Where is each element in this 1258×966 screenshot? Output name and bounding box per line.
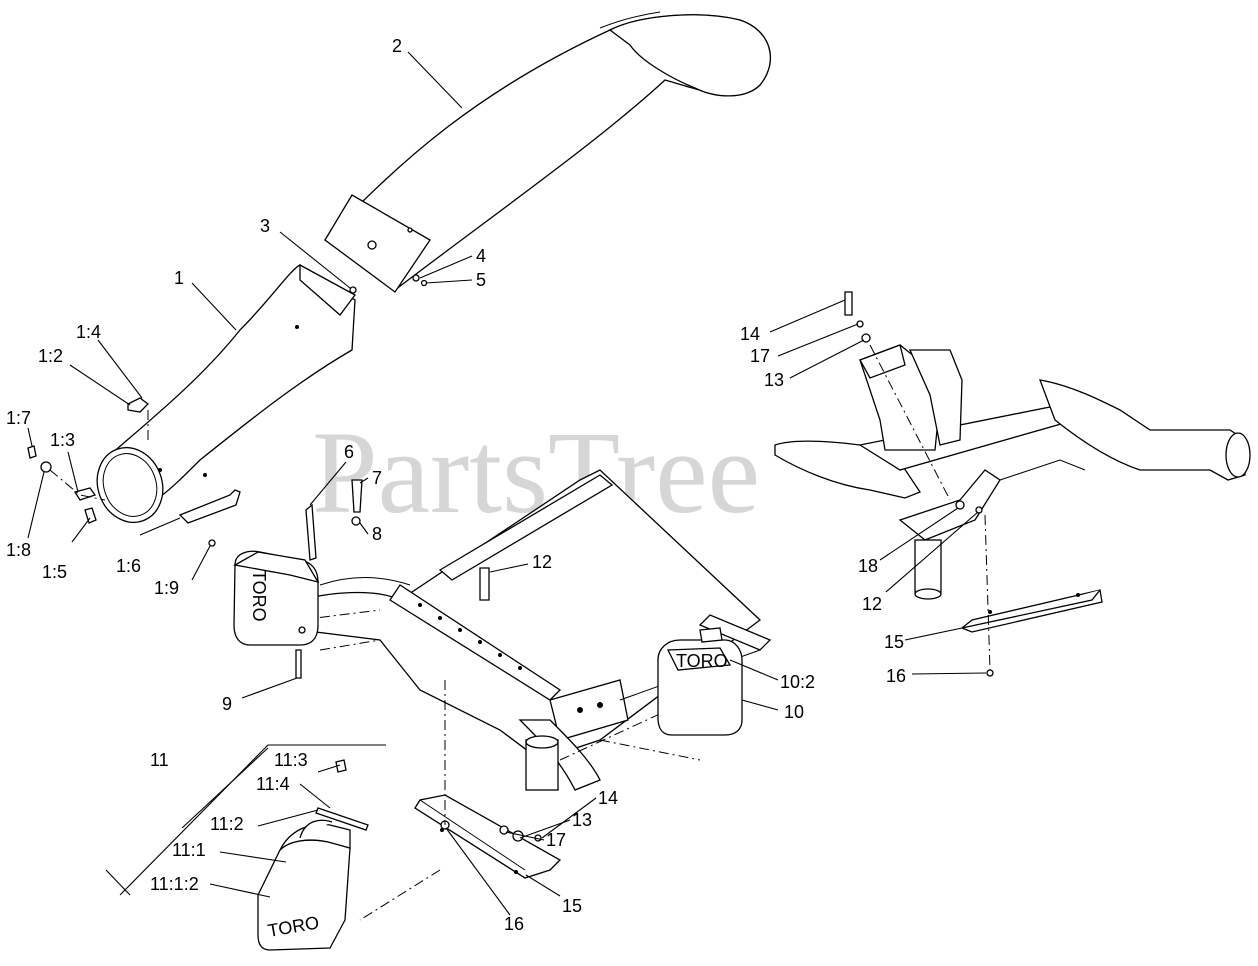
- callout-2: 2: [392, 36, 402, 56]
- callout-1-7: 1:7: [6, 408, 31, 428]
- callout-4: 4: [476, 246, 486, 266]
- side-weight-left: TORO: [233, 479, 490, 679]
- callout-17-center: 17: [546, 830, 566, 850]
- lower-chute: [27, 263, 428, 547]
- callout-13-center: 13: [572, 810, 592, 830]
- callout-14-center: 14: [598, 788, 618, 808]
- rear-frame-right: [774, 291, 1251, 677]
- callout-16-center: 16: [504, 914, 524, 934]
- callout-13-right: 13: [764, 370, 784, 390]
- callout-11-3: 11:3: [274, 750, 308, 770]
- callout-1-3: 1:3: [50, 430, 75, 450]
- callout-18: 18: [858, 556, 878, 576]
- callout-5: 5: [476, 270, 486, 290]
- callout-10: 10: [784, 702, 804, 722]
- callout-1-9: 1:9: [154, 578, 179, 598]
- callout-12-right: 12: [862, 594, 882, 614]
- upper-chute-tube: [324, 11, 771, 293]
- callout-1-5: 1:5: [42, 562, 67, 582]
- callout-15-right: 15: [884, 632, 904, 652]
- callout-11-4: 11:4: [256, 774, 290, 794]
- callout-12-center: 12: [532, 552, 552, 572]
- front-weight-assembly: TORO: [105, 744, 386, 951]
- callout-14-right: 14: [740, 324, 760, 344]
- weight-logo-right: TORO: [676, 651, 728, 671]
- callout-16-right: 16: [886, 666, 906, 686]
- callout-labels: 2 3 4 5 1 1:4 1:2 1:7 1:3 1:8 1:5 1:6 1:…: [6, 36, 906, 934]
- callout-11: 11: [150, 750, 169, 770]
- callout-1-4: 1:4: [76, 322, 101, 342]
- lower-bracket-center: [359, 680, 562, 921]
- leader-lines: [27, 51, 987, 916]
- weight-logo-left: TORO: [249, 570, 269, 622]
- side-weight-right: TORO: [657, 627, 743, 736]
- callout-3: 3: [260, 216, 270, 236]
- callout-9: 9: [222, 694, 232, 714]
- callout-1: 1: [174, 268, 184, 288]
- callout-10-2: 10:2: [780, 672, 815, 692]
- callout-1-2: 1:2: [38, 346, 63, 366]
- callout-11-1-2: 11:1:2: [150, 874, 199, 894]
- callout-15-center: 15: [562, 896, 582, 916]
- callout-8: 8: [372, 524, 382, 544]
- callout-11-1: 11:1: [172, 840, 206, 860]
- main-frame: [299, 469, 772, 791]
- callout-1-8: 1:8: [6, 540, 31, 560]
- callout-1-6: 1:6: [116, 556, 141, 576]
- callout-17-right: 17: [750, 346, 770, 366]
- callout-7: 7: [372, 468, 382, 488]
- callout-11-2: 11:2: [210, 814, 244, 834]
- callout-6: 6: [344, 442, 354, 462]
